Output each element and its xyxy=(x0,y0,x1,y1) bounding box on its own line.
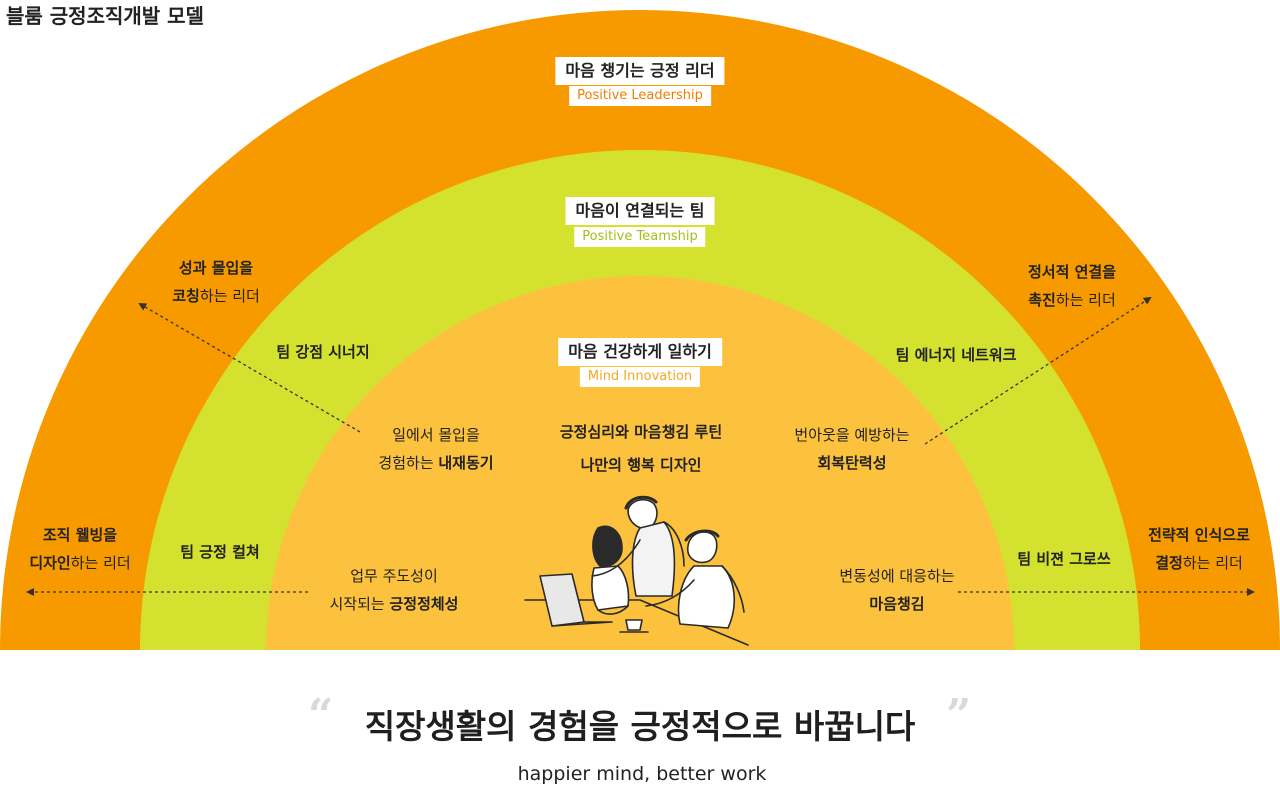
inner-motivation: 일에서 몰입을 경험하는 내재동기 xyxy=(378,421,493,477)
leader-design-rest: 하는 리더 xyxy=(70,554,131,572)
outer-layer-title: 마음 챙기는 긍정 리더 xyxy=(555,57,725,85)
inner-motivation-line1: 일에서 몰입을 xyxy=(392,426,480,444)
leader-strategy-rest: 하는 리더 xyxy=(1182,554,1243,572)
quote-subline: happier mind, better work xyxy=(517,763,767,785)
leader-coaching-rest: 하는 리더 xyxy=(199,287,260,305)
middle-layer-subtitle: Positive Teamship xyxy=(574,227,706,247)
team-growth: 팀 비젼 그로쓰 xyxy=(1017,550,1111,568)
inner-identity-line1: 업무 주도성이 xyxy=(350,567,438,585)
team-synergy: 팀 강점 시너지 xyxy=(276,343,370,361)
leader-strategy-bold: 결정 xyxy=(1155,554,1183,572)
leader-coaching: 성과 몰입을 코칭하는 리더 xyxy=(172,254,260,310)
inner-happiness: 나만의 행복 디자인 xyxy=(580,456,702,474)
leader-emotion: 정서적 연결을 촉진하는 리더 xyxy=(1028,258,1116,314)
inner-resilience-bold: 회복탄력성 xyxy=(817,454,887,472)
quote-headline: 직장생활의 경험을 긍정적으로 바꿉니다 xyxy=(364,707,916,746)
arrow-upper-left xyxy=(138,302,361,433)
inner-routine: 긍정심리와 마음챙김 루틴 xyxy=(559,423,723,441)
inner-resilience-line1: 번아웃을 예방하는 xyxy=(794,426,910,444)
page-title: 블룸 긍정조직개발 모델 xyxy=(6,4,204,28)
middle-layer-title: 마음이 연결되는 팀 xyxy=(565,197,715,225)
inner-identity-plain: 시작되는 xyxy=(329,595,390,613)
outer-layer-subtitle: Positive Leadership xyxy=(569,86,711,106)
inner-resilience: 번아웃을 예방하는 회복탄력성 xyxy=(794,421,909,477)
leader-design-line1: 조직 웰빙을 xyxy=(42,526,118,544)
inner-identity-bold: 긍정정체성 xyxy=(389,595,459,613)
inner-motivation-bold: 내재동기 xyxy=(438,454,494,472)
leader-emotion-bold: 촉진 xyxy=(1028,291,1056,309)
arrow-upper-right xyxy=(924,296,1152,445)
inner-arc xyxy=(266,276,1014,650)
inner-motivation-plain: 경험하는 xyxy=(378,454,439,472)
inner-mindfulness-bold: 마음챙김 xyxy=(869,595,925,613)
inner-layer-subtitle: Mind Innovation xyxy=(579,367,701,387)
leader-strategy-line1: 전략적 인식으로 xyxy=(1148,526,1250,544)
open-quote-mark: “ xyxy=(308,690,334,741)
close-quote-mark: ” xyxy=(946,690,972,741)
team-network: 팀 에너지 네트워크 xyxy=(895,346,1017,364)
leader-emotion-line1: 정서적 연결을 xyxy=(1027,263,1117,281)
inner-layer-title: 마음 건강하게 일하기 xyxy=(558,338,722,366)
leader-design: 조직 웰빙을 디자인하는 리더 xyxy=(29,521,130,577)
inner-mindfulness-line1: 변동성에 대응하는 xyxy=(839,567,955,585)
leader-coaching-line1: 성과 몰입을 xyxy=(178,259,254,277)
leader-strategy: 전략적 인식으로 결정하는 리더 xyxy=(1148,521,1250,577)
inner-mindfulness: 변동성에 대응하는 마음챙김 xyxy=(839,562,954,618)
leader-design-bold: 디자인 xyxy=(29,554,71,572)
people-working-illustration xyxy=(524,495,749,646)
inner-identity: 업무 주도성이 시작되는 긍정정체성 xyxy=(330,562,459,618)
team-culture: 팀 긍정 컬쳐 xyxy=(180,543,260,561)
leader-emotion-rest: 하는 리더 xyxy=(1055,291,1116,309)
leader-coaching-bold: 코칭 xyxy=(172,287,200,305)
